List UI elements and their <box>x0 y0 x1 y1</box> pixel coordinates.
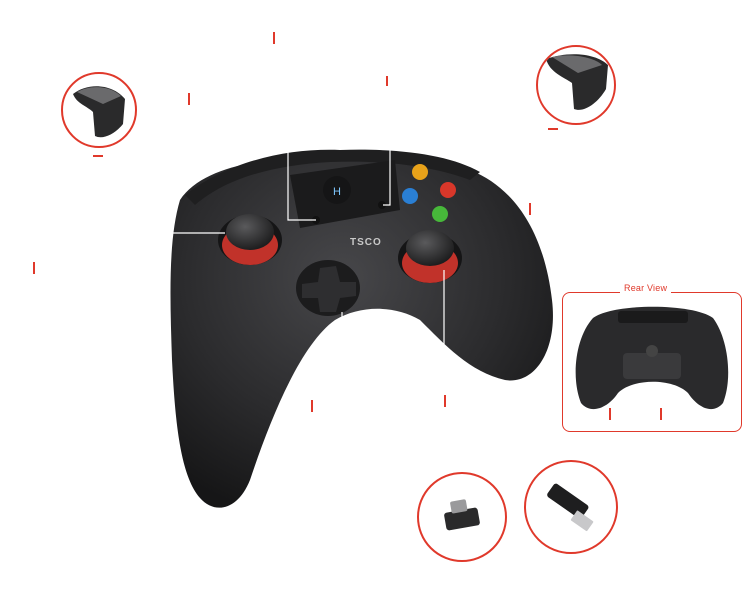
rear-view-panel <box>562 292 742 432</box>
dpad <box>296 260 360 316</box>
callout-marker <box>548 128 558 130</box>
callout-marker <box>188 93 190 105</box>
callout-marker <box>386 76 388 86</box>
rear-view-label: Rear View <box>620 283 672 293</box>
usb-dongle-icon <box>547 483 594 532</box>
callout-marker <box>529 203 531 215</box>
trigger-icon <box>73 86 125 138</box>
svg-text:H: H <box>333 186 341 198</box>
otg-adapter-icon <box>444 499 480 531</box>
face-buttons <box>402 164 456 222</box>
callout-marker <box>273 32 275 44</box>
button-y-icon <box>412 164 428 180</box>
button-a-icon <box>432 206 448 222</box>
brand-logo: TSCO <box>350 237 382 248</box>
rear-controller-icon <box>575 306 729 410</box>
right-thumbstick <box>398 230 462 283</box>
callout-marker <box>93 155 103 157</box>
leader-lines <box>172 40 445 380</box>
right-trigger-detail <box>536 45 616 125</box>
usb-dongle-detail <box>524 460 618 554</box>
callout-marker <box>33 262 35 274</box>
home-button-icon: H <box>323 176 351 204</box>
trigger-icon <box>546 54 608 110</box>
callout-marker <box>660 408 662 420</box>
callout-marker <box>609 408 611 420</box>
button-b-icon <box>440 182 456 198</box>
callout-marker <box>311 400 313 412</box>
button-x-icon <box>402 188 418 204</box>
otg-adapter-detail <box>417 472 507 562</box>
left-thumbstick <box>218 214 282 265</box>
callout-marker <box>444 395 446 407</box>
left-trigger-detail <box>61 72 137 148</box>
